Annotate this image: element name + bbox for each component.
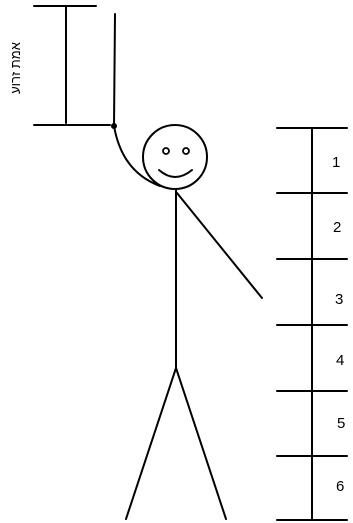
lowered-arm bbox=[176, 192, 263, 299]
scale-number-5: 5 bbox=[337, 415, 345, 432]
smile-mouth bbox=[158, 169, 193, 178]
raised-arm bbox=[113, 13, 161, 187]
height-scale bbox=[276, 127, 348, 521]
face bbox=[158, 147, 193, 178]
raised-forearm bbox=[113, 13, 116, 127]
scale-number-3: 3 bbox=[335, 291, 343, 308]
elbow-dot bbox=[111, 123, 117, 129]
scale-number-1: 1 bbox=[332, 154, 340, 171]
arm-cubit-label: אמת זרוע bbox=[8, 42, 23, 94]
scale-number-2: 2 bbox=[333, 219, 341, 236]
left-eye bbox=[162, 147, 170, 155]
head bbox=[142, 124, 208, 190]
scale-number-4: 4 bbox=[336, 352, 344, 369]
arm-cubit-bracket bbox=[33, 5, 111, 126]
right-eye bbox=[182, 147, 190, 155]
right-leg bbox=[175, 367, 227, 520]
raised-upper-arm bbox=[113, 125, 161, 187]
left-leg bbox=[125, 367, 177, 520]
scale-number-6: 6 bbox=[336, 478, 344, 495]
